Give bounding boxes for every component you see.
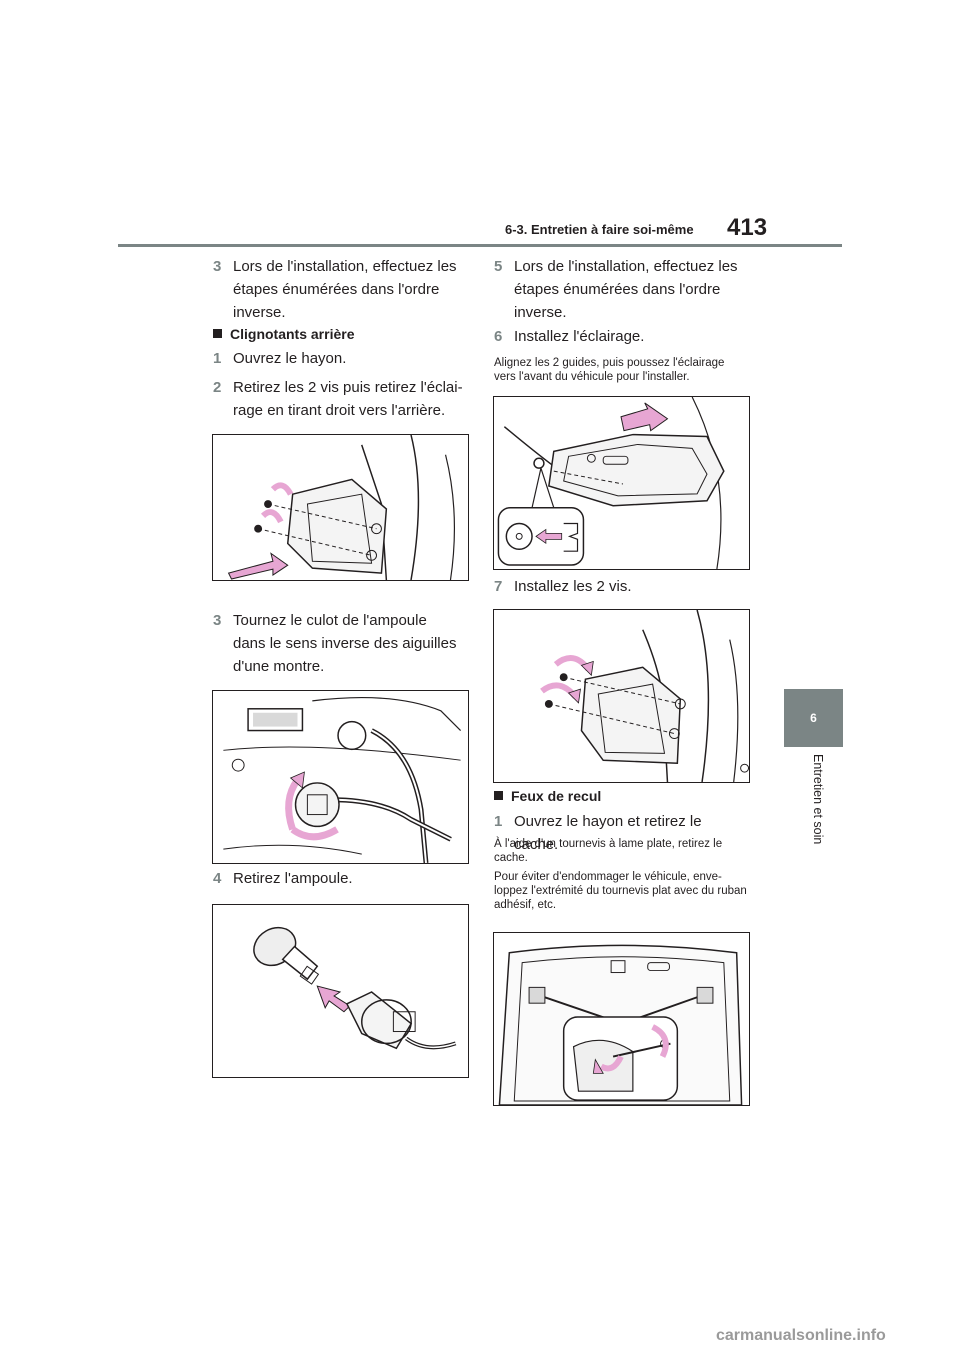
step-text: Lors de l'installation, effectuez les ét… bbox=[233, 258, 457, 321]
note-align-guides: Alignez les 2 guides, puis poussez l'écl… bbox=[494, 357, 725, 383]
chapter-number: 6 bbox=[810, 711, 817, 725]
header-divider bbox=[118, 244, 842, 247]
step-number: 3 bbox=[213, 612, 222, 629]
step-number: 7 bbox=[494, 578, 503, 595]
step-7: 7 Installez les 2 vis. bbox=[494, 575, 749, 598]
step-text: Retirez les 2 vis puis retirez l'éclai­r… bbox=[233, 379, 463, 419]
section-heading-rear-turn: Clignotants arrière bbox=[213, 326, 354, 342]
step-text: Ouvrez le hayon et retirez le cache. bbox=[514, 813, 702, 853]
step-text: Tournez le culot de l'ampoule dans le se… bbox=[233, 612, 457, 675]
step-number: 6 bbox=[494, 328, 503, 345]
figure-turn-socket bbox=[212, 690, 469, 864]
step-1: 1 Ouvrez le hayon. bbox=[213, 347, 463, 370]
step-text: Installez l'éclairage. bbox=[514, 328, 645, 345]
illustration-turn-socket bbox=[223, 696, 462, 863]
section-title: 6-3. Entretien à faire soi-même bbox=[505, 222, 694, 237]
step-text: Retirez l'ampoule. bbox=[233, 870, 353, 887]
watermark-text: carmanualsonline.info bbox=[716, 1327, 886, 1344]
note-screwdriver: À l'aide d'un tournevis à lame plate, re… bbox=[494, 838, 723, 864]
heading-text: Clignotants arrière bbox=[230, 326, 355, 342]
step-3: 3 Tournez le culot de l'ampoule dans le … bbox=[213, 609, 463, 678]
step-number: 5 bbox=[494, 258, 503, 275]
figure-install-screws bbox=[493, 609, 750, 783]
step-5: 5 Lors de l'installation, effectuez les … bbox=[494, 255, 749, 324]
section-heading-reverse-lights: Feux de recul bbox=[494, 788, 601, 804]
step-4: 4 Retirez l'ampoule. bbox=[213, 867, 463, 890]
chapter-tab[interactable]: 6 bbox=[784, 689, 843, 747]
note-protect-vehicle: Pour éviter d'endommager le véhicule, en… bbox=[494, 871, 747, 911]
illustration-install-lamp bbox=[497, 397, 725, 569]
step-3a: 3 Lors de l'installation, effectuez les … bbox=[213, 255, 463, 324]
square-bullet-icon bbox=[213, 329, 222, 338]
step-number: 1 bbox=[494, 813, 503, 830]
illustration-remove-cover bbox=[498, 944, 743, 1105]
figure-install-lamp bbox=[493, 396, 750, 570]
illustration-install-screws bbox=[540, 610, 749, 782]
step-text: Installez les 2 vis. bbox=[514, 578, 632, 595]
figure-remove-bulb bbox=[212, 904, 469, 1078]
step-text: Ouvrez le hayon. bbox=[233, 350, 347, 367]
step-2: 2 Retirez les 2 vis puis retirez l'éclai… bbox=[213, 376, 463, 422]
page-number: 413 bbox=[727, 214, 768, 241]
step-text: Lors de l'installation, effectuez les ét… bbox=[514, 258, 738, 321]
step-number: 1 bbox=[213, 350, 222, 367]
heading-text: Feux de recul bbox=[511, 788, 602, 804]
figure-remove-lamp bbox=[212, 434, 469, 581]
step-1-reverse: 1 Ouvrez le hayon et retirez le cache. bbox=[494, 810, 749, 856]
square-bullet-icon bbox=[494, 791, 503, 800]
illustration-remove-lamp bbox=[227, 435, 456, 580]
illustration-remove-bulb bbox=[253, 926, 457, 1050]
step-number: 2 bbox=[213, 379, 222, 396]
figure-remove-cover bbox=[493, 932, 750, 1106]
step-6: 6 Installez l'éclairage. bbox=[494, 325, 749, 348]
chapter-title: Entretien et soin bbox=[811, 754, 825, 845]
step-number: 4 bbox=[213, 870, 222, 887]
step-number: 3 bbox=[213, 258, 222, 275]
